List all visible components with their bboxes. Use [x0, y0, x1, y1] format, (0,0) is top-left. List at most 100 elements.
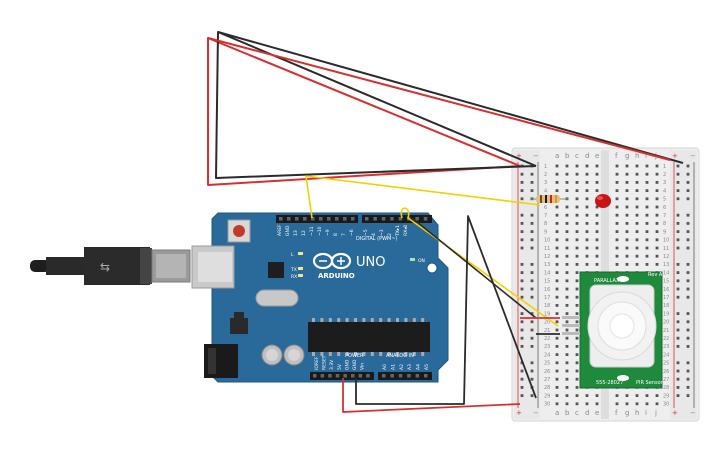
breadboard-hole[interactable]	[565, 345, 569, 348]
breadboard-hole[interactable]	[565, 394, 569, 397]
breadboard-hole[interactable]	[555, 181, 559, 184]
breadboard-hole[interactable]	[585, 164, 589, 168]
breadboard-hole[interactable]	[625, 394, 629, 397]
breadboard-hole[interactable]	[565, 312, 569, 315]
rail-hole[interactable]	[520, 295, 524, 299]
breadboard-hole[interactable]	[565, 295, 569, 299]
rail-hole[interactable]	[686, 320, 690, 324]
breadboard-hole[interactable]	[645, 263, 649, 266]
breadboard-hole[interactable]	[645, 394, 649, 397]
breadboard-hole[interactable]	[565, 189, 569, 192]
breadboard-hole[interactable]	[655, 246, 659, 250]
breadboard-hole[interactable]	[555, 164, 559, 168]
rail-hole[interactable]	[676, 328, 680, 332]
rail-hole[interactable]	[686, 246, 690, 250]
header-hole[interactable]	[343, 374, 347, 378]
rail-hole[interactable]	[686, 369, 690, 373]
rail-hole[interactable]	[676, 361, 680, 365]
breadboard-hole[interactable]	[555, 295, 559, 299]
breadboard-hole[interactable]	[645, 172, 649, 176]
breadboard-hole[interactable]	[635, 213, 639, 217]
rail-hole[interactable]	[520, 181, 524, 184]
breadboard-hole[interactable]	[565, 181, 569, 184]
breadboard-hole[interactable]	[615, 197, 619, 201]
breadboard-hole[interactable]	[555, 386, 559, 389]
breadboard-hole[interactable]	[625, 230, 629, 233]
rail-hole[interactable]	[530, 271, 534, 274]
wire-yellow-led[interactable]	[305, 175, 541, 219]
wire-black-rail-loop-left[interactable]	[215, 31, 537, 179]
rail-hole[interactable]	[686, 295, 690, 299]
header-hole[interactable]	[423, 217, 428, 221]
rail-hole[interactable]	[520, 213, 524, 217]
rail-hole[interactable]	[530, 279, 534, 283]
breadboard-hole[interactable]	[565, 369, 569, 373]
header-hole[interactable]	[313, 374, 317, 378]
rail-hole[interactable]	[530, 369, 534, 373]
breadboard-hole[interactable]	[575, 304, 579, 307]
header-hole[interactable]	[287, 217, 291, 221]
breadboard-hole[interactable]	[625, 402, 629, 406]
breadboard-hole[interactable]	[575, 263, 579, 266]
breadboard-hole[interactable]	[645, 181, 649, 184]
breadboard-hole[interactable]	[555, 263, 559, 266]
rail-hole[interactable]	[676, 172, 680, 176]
breadboard-hole[interactable]	[655, 254, 659, 258]
wire-black-led-gnd[interactable]	[411, 217, 537, 319]
rail-hole[interactable]	[520, 369, 524, 373]
breadboard-hole[interactable]	[555, 279, 559, 283]
breadboard-hole[interactable]	[565, 172, 569, 176]
breadboard-hole[interactable]	[625, 238, 629, 242]
breadboard-hole[interactable]	[575, 345, 579, 348]
breadboard-hole[interactable]	[575, 320, 579, 324]
rail-hole[interactable]	[676, 295, 680, 299]
header-hole[interactable]	[311, 217, 315, 221]
pir-sensor[interactable]: PARALLAX PIR Sensor 555-28027 Rev A	[562, 271, 664, 389]
digital-header-left[interactable]	[276, 215, 358, 223]
breadboard-hole[interactable]	[575, 295, 579, 299]
rail-hole[interactable]	[530, 328, 534, 332]
rail-hole[interactable]	[676, 279, 680, 283]
breadboard-hole[interactable]	[645, 197, 649, 201]
rail-hole[interactable]	[686, 181, 690, 184]
breadboard-hole[interactable]	[575, 402, 579, 406]
breadboard-hole[interactable]	[555, 271, 559, 274]
rail-hole[interactable]	[676, 197, 680, 201]
breadboard-hole[interactable]	[615, 172, 619, 176]
breadboard-hole[interactable]	[575, 279, 579, 283]
breadboard-hole[interactable]	[555, 402, 559, 406]
breadboard-hole[interactable]	[565, 164, 569, 168]
breadboard-hole[interactable]	[595, 181, 599, 184]
header-hole[interactable]	[343, 217, 347, 221]
breadboard-hole[interactable]	[585, 181, 589, 184]
breadboard-hole[interactable]	[635, 164, 639, 168]
breadboard-hole[interactable]	[555, 336, 559, 340]
rail-hole[interactable]	[520, 320, 524, 324]
breadboard-hole[interactable]	[565, 213, 569, 217]
header-hole[interactable]	[351, 374, 355, 378]
rail-hole[interactable]	[676, 181, 680, 184]
breadboard-hole[interactable]	[615, 263, 619, 266]
breadboard-hole[interactable]	[575, 189, 579, 192]
breadboard-hole[interactable]	[565, 254, 569, 258]
rail-hole[interactable]	[530, 377, 534, 381]
power-header[interactable]	[310, 372, 374, 380]
breadboard-hole[interactable]	[575, 197, 579, 201]
breadboard-hole[interactable]	[655, 189, 659, 192]
header-hole[interactable]	[424, 374, 428, 378]
rail-hole[interactable]	[686, 189, 690, 192]
rail-hole[interactable]	[676, 320, 680, 324]
breadboard-hole[interactable]	[635, 402, 639, 406]
header-hole[interactable]	[390, 374, 394, 378]
breadboard-hole[interactable]	[565, 279, 569, 283]
breadboard-hole[interactable]	[575, 287, 579, 291]
breadboard-hole[interactable]	[635, 172, 639, 176]
header-hole[interactable]	[295, 217, 299, 221]
breadboard-hole[interactable]	[645, 189, 649, 192]
breadboard-hole[interactable]	[575, 361, 579, 365]
breadboard-hole[interactable]	[555, 213, 559, 217]
breadboard-hole[interactable]	[645, 164, 649, 168]
header-hole[interactable]	[358, 374, 363, 378]
breadboard-hole[interactable]	[615, 394, 619, 397]
breadboard-hole[interactable]	[655, 181, 659, 184]
